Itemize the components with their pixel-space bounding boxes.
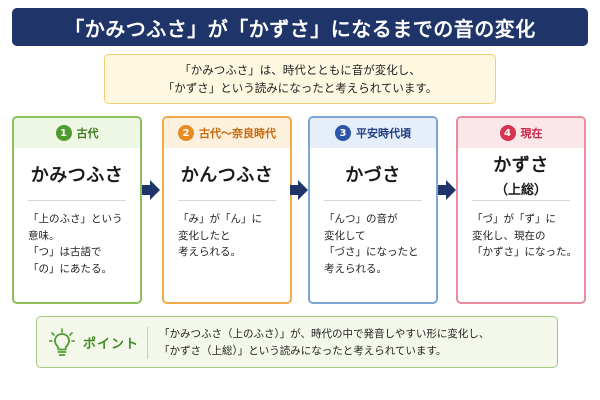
stage-word-kanji: （上総） [494,182,547,198]
stage-number-badge: 1 [55,125,72,141]
stage-era: 平安時代頃 [356,127,411,140]
stage-description: 「んつ」の音が 変化して 「づさ」になったと 考えられる。 [310,201,436,277]
stage-divider [28,200,126,201]
desc-line: 変化し、現在の [472,229,546,242]
stage-era: 古代 [76,127,99,140]
stage-era: 現在 [520,127,543,140]
point-line-2: 「かずさ（上総）」という読みになったと考えられています。 [159,345,447,357]
intro-line-1: 「かみつふさ」は、時代とともに音が変化し、 [179,63,421,77]
desc-line: 「んつ」の音が [324,213,398,225]
stage-header: 1 古代 [14,118,140,148]
desc-line: 意味。 [28,229,60,242]
desc-line: 考えられる。 [178,246,241,258]
stage-divider [178,200,276,201]
stage-word: かんつふさ [164,148,290,200]
stage-present: 4 現在 かずさ （上総） 「づ」が「ず」に 変化し、現在の 「かずさ」になった… [456,116,586,304]
desc-line: 考えられる。 [324,262,387,275]
arrow-right-icon [142,180,160,200]
desc-line: 「み」が「ん」に [178,213,262,225]
stage-word-text: かんつふさ [180,165,274,186]
arrow-right-icon [290,180,308,200]
desc-line: 変化して [324,229,366,242]
desc-line: 「の」にあたる。 [28,262,112,275]
stage-word: かづさ [310,148,436,200]
desc-line: 「づ」が「ず」に [472,213,556,225]
page-title: 「かみつふさ」が「かずさ」になるまでの音の変化 [12,8,588,46]
stage-number-badge: 2 [178,125,194,141]
stage-ancient-nara: 2 古代～奈良時代 かんつふさ 「み」が「ん」に 変化したと 考えられる。 [162,116,292,304]
stage-description: 「上のふさ」という 意味。 「つ」は古語で 「の」にあたる。 [14,201,140,277]
point-text: 「かみつふさ（上のふさ）」が、時代の中で発音しやすい形に変化し、 「かずさ（上総… [159,326,489,360]
stage-ancient: 1 古代 かみつふさ 「上のふさ」という 意味。 「つ」は古語で 「の」にあたる… [12,116,142,304]
point-divider [147,327,148,359]
stage-header: 3 平安時代頃 [310,118,436,148]
stage-word: かずさ （上総） [458,148,584,200]
stage-word-text: かずさ [493,154,549,176]
intro-line-2: 「かずさ」という読みになったと考えられています。 [162,81,438,95]
point-label: ポイント [83,337,140,352]
stage-header: 2 古代～奈良時代 [164,118,290,148]
desc-line: 変化したと [178,229,231,242]
desc-line: 「つ」は古語で [28,246,102,258]
intro-box: 「かみつふさ」は、時代とともに音が変化し、 「かずさ」という読みになったと考えら… [104,54,496,104]
stage-number-badge: 4 [499,125,516,141]
stage-divider [324,200,422,201]
stage-number-badge: 3 [335,125,351,141]
point-box: ポイント 「かみつふさ（上のふさ）」が、時代の中で発音しやすい形に変化し、 「か… [36,316,558,368]
stage-word-text: かづさ [345,165,401,186]
stage-description: 「み」が「ん」に 変化したと 考えられる。 [164,201,290,261]
lightbulb-icon [49,328,75,356]
stage-word-text: かみつふさ [30,165,124,186]
stage-era: 古代～奈良時代 [199,127,276,140]
stage-heian: 3 平安時代頃 かづさ 「んつ」の音が 変化して 「づさ」になったと 考えられる… [308,116,438,304]
desc-line: 「かずさ」になった。 [472,246,577,258]
desc-line: 「づさ」になったと [324,246,419,258]
stage-word: かみつふさ [14,148,140,200]
arrow-right-icon [438,180,456,200]
stage-divider [472,200,570,201]
stage-description: 「づ」が「ず」に 変化し、現在の 「かずさ」になった。 [458,201,584,261]
desc-line: 「上のふさ」という [28,213,123,225]
stage-header: 4 現在 [458,118,584,148]
point-line-1: 「かみつふさ（上のふさ）」が、時代の中で発音しやすい形に変化し、 [159,328,490,340]
